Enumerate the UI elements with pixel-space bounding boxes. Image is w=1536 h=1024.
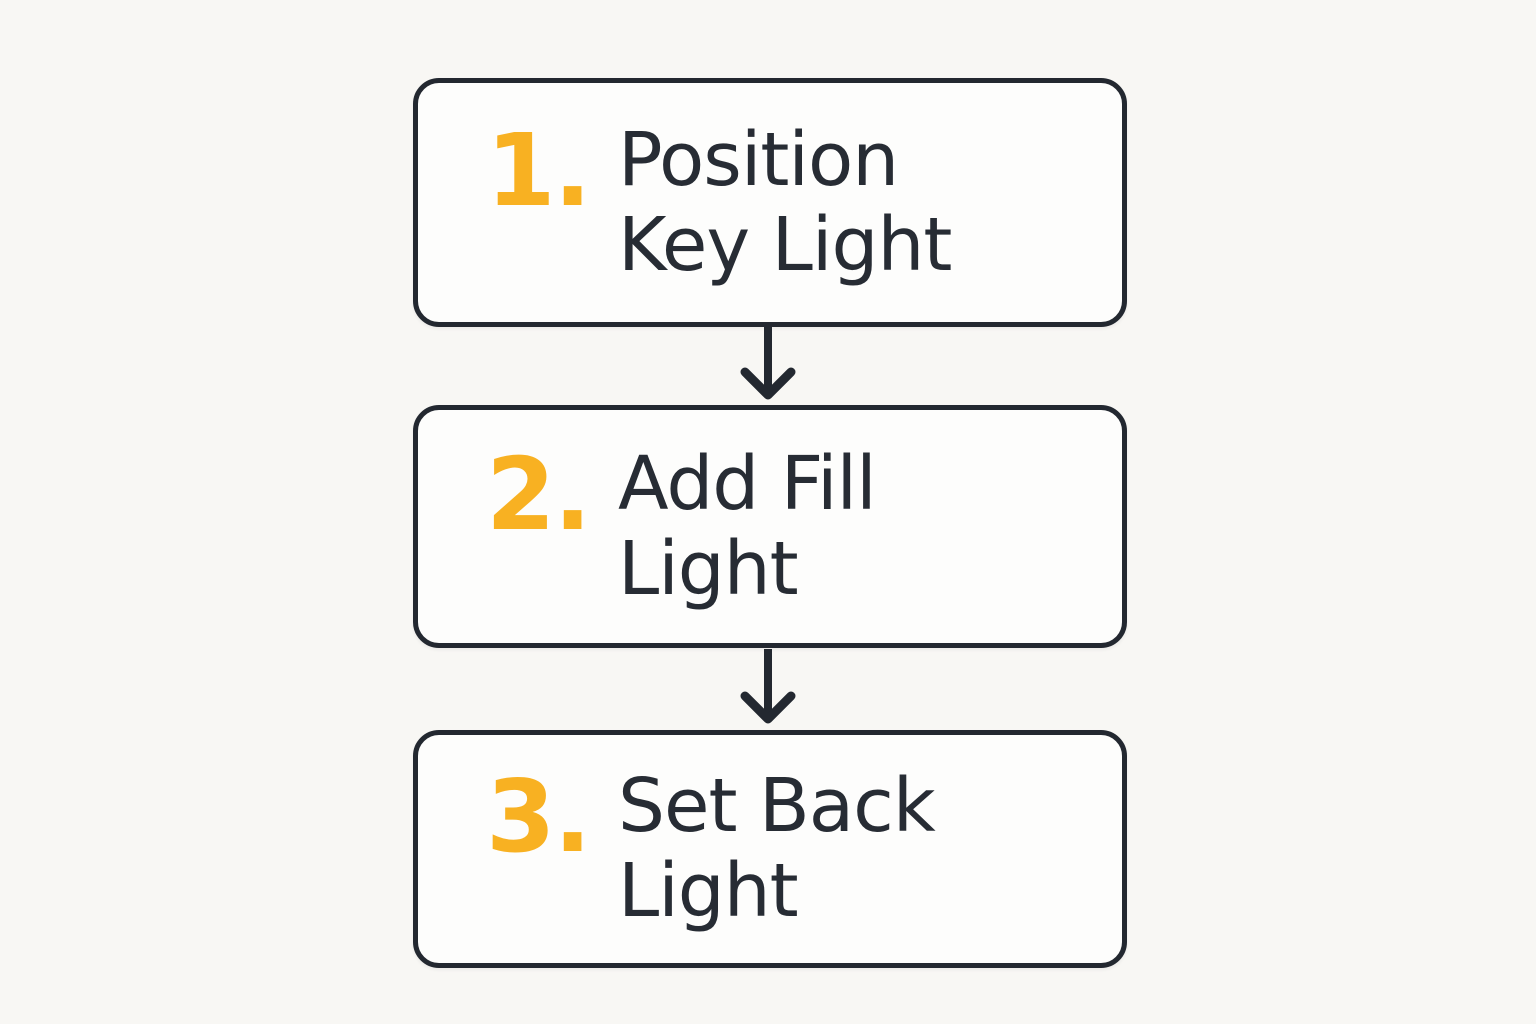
step-label: Set Back Light — [618, 763, 936, 934]
step-content: 1. Position Key Light — [418, 111, 1122, 288]
step-label-line: Position — [618, 116, 899, 203]
step-label: Add Fill Light — [618, 440, 877, 612]
step-box-add-fill-light: 2. Add Fill Light — [413, 405, 1127, 648]
step-label-line: Set Back — [618, 763, 936, 849]
step-label-line: Light — [618, 848, 799, 934]
step-label-line: Key Light — [618, 201, 952, 288]
step-content: 2. Add Fill Light — [418, 435, 1122, 612]
step-label-line: Light — [618, 525, 799, 612]
arrow-down-icon — [740, 649, 796, 724]
arrow-down-icon — [740, 327, 796, 400]
step-content: 3. Set Back Light — [418, 764, 1122, 934]
step-box-set-back-light: 3. Set Back Light — [413, 730, 1127, 968]
step-label-line: Add Fill — [618, 440, 877, 527]
step-number: 3. — [486, 758, 592, 875]
step-number: 1. — [486, 111, 592, 229]
step-box-position-key-light: 1. Position Key Light — [413, 78, 1127, 327]
step-number: 2. — [486, 435, 592, 553]
step-label: Position Key Light — [618, 116, 952, 288]
